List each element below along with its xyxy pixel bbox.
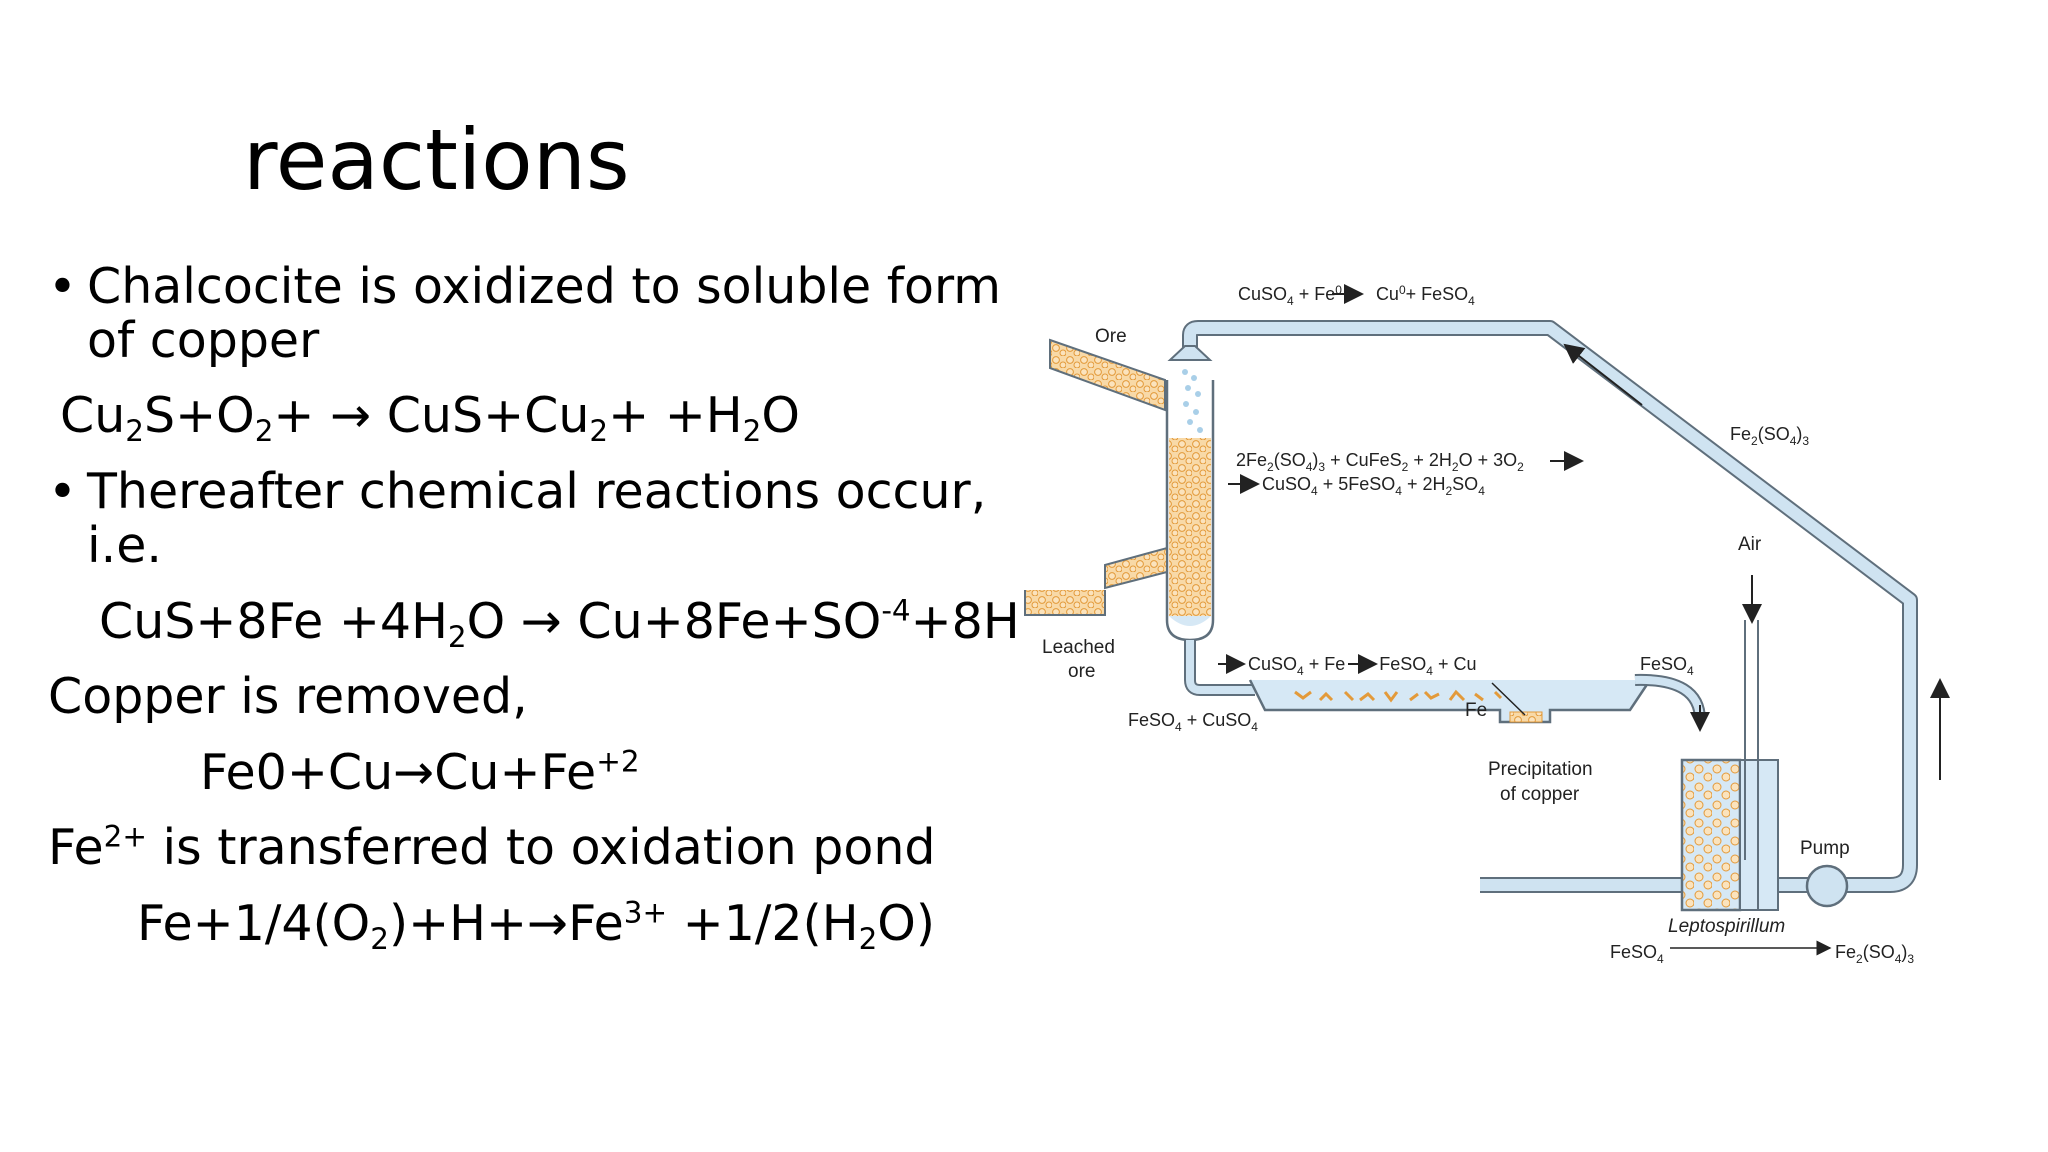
mid-reaction-1: 2Fe2(SO4)3 + CuFeS2 + 2H2O + 3O2 bbox=[1236, 450, 1524, 474]
arrow-icon: → bbox=[527, 895, 569, 952]
bullet-continuation-1: of copper bbox=[87, 312, 320, 369]
precipitation-label-2: of copper bbox=[1500, 784, 1580, 805]
page-title: reactions bbox=[243, 111, 630, 209]
leached-ore-bin bbox=[1024, 590, 1106, 616]
spray-nozzle bbox=[1167, 345, 1213, 361]
ore-label: Ore bbox=[1095, 326, 1127, 347]
arrow-icon: → bbox=[393, 744, 435, 801]
precipitation-trough bbox=[1248, 679, 1652, 724]
equation-oxidation: Fe+1/4(O2)+H+→Fe3+ +1/2(H2O) bbox=[137, 895, 935, 956]
arrow-icon: → bbox=[520, 593, 562, 650]
bullet-text-1: Chalcocite is oxidized to soluble form bbox=[87, 258, 1002, 315]
flow-arrow-up bbox=[1563, 343, 1643, 406]
bullet-continuation-2: i.e. bbox=[87, 517, 162, 574]
bullet-text-2: Thereafter chemical reactions occur, bbox=[87, 463, 987, 520]
fe-transfer-text: Fe2+ is transferred to oxidation pond bbox=[48, 819, 936, 876]
iron-scrap bbox=[1294, 689, 1503, 703]
equation-chalcocite: Cu2S+O2+ → CuS+Cu2+ +H2O bbox=[60, 387, 800, 448]
air-label: Air bbox=[1738, 534, 1762, 555]
arrow-icon: → bbox=[330, 387, 372, 444]
feso4-cuso4-label: FeSO4 + CuSO4 bbox=[1128, 710, 1258, 734]
pump-label: Pump bbox=[1800, 838, 1850, 859]
leptospirillum-label: Leptospirillum bbox=[1668, 916, 1785, 937]
equation-fe-cu: Fe0+Cu→Cu+Fe+2 bbox=[200, 744, 640, 801]
ore-bed bbox=[1169, 438, 1211, 616]
feso4-top-label: FeSO4 bbox=[1640, 654, 1694, 678]
copper-removed-text: Copper is removed, bbox=[48, 668, 528, 725]
leached-ore-chute bbox=[1104, 546, 1168, 590]
fe-label: Fe bbox=[1465, 700, 1487, 721]
spray-droplets bbox=[1182, 369, 1203, 433]
equation-cus-fe: CuS+8Fe +4H2O → Cu+8Fe+SO-4+8H bbox=[99, 593, 1020, 654]
precipitation-label-1: Precipitation bbox=[1488, 759, 1593, 780]
oxidation-tank bbox=[1680, 758, 1742, 912]
fe2so43-right-label: Fe2(SO4)3 bbox=[1730, 424, 1809, 448]
bullet-marker: • bbox=[48, 258, 77, 315]
leached-ore-label-1: Leached bbox=[1042, 637, 1115, 658]
pump-icon bbox=[1805, 864, 1849, 908]
fe2so43-bottom-label: Fe2(SO4)3 bbox=[1835, 942, 1914, 966]
leached-ore-label-2: ore bbox=[1068, 661, 1095, 682]
feso4-bottom-label: FeSO4 bbox=[1610, 942, 1664, 966]
ore-chute bbox=[1049, 338, 1166, 412]
mid-reaction-2: CuSO4 + 5FeSO4 + 2H2SO4 bbox=[1262, 474, 1485, 498]
bullet-marker: • bbox=[48, 463, 77, 520]
